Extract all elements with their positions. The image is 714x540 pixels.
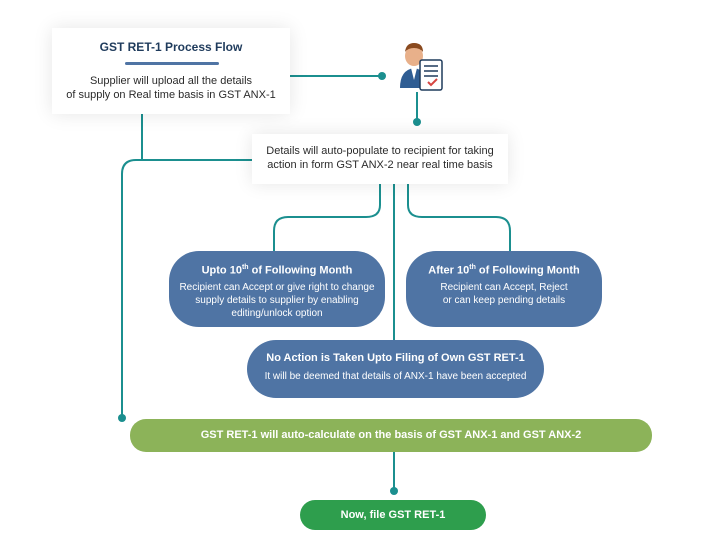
upto-10th-body: Recipient can Accept or give right to ch… xyxy=(179,281,375,319)
no-action-body: It will be deemed that details of ANX-1 … xyxy=(264,371,527,382)
no-action-heading: No Action is Taken Upto Filing of Own GS… xyxy=(266,352,525,364)
upto-10th-pill: Upto 10th of Following Month Recipient c… xyxy=(169,251,385,327)
auto-calculate-bar: GST RET-1 will auto-calculate on the bas… xyxy=(130,419,652,452)
upto-10th-heading: Upto 10th of Following Month xyxy=(201,264,353,277)
title-underline xyxy=(125,62,219,65)
person-with-document-icon xyxy=(398,40,446,94)
no-action-pill: No Action is Taken Upto Filing of Own GS… xyxy=(247,340,544,398)
process-flow-title-card: GST RET-1 Process Flow Supplier will upl… xyxy=(52,28,290,114)
after-10th-body: Recipient can Accept, Reject or can keep… xyxy=(440,281,568,306)
supplier-upload-text: Supplier will upload all the details of … xyxy=(66,75,276,101)
after-10th-pill: After 10th of Following Month Recipient … xyxy=(406,251,602,327)
auto-populate-text: Details will auto-populate to recipient … xyxy=(266,145,494,171)
auto-populate-card: Details will auto-populate to recipient … xyxy=(252,134,508,184)
page-title: GST RET-1 Process Flow xyxy=(99,40,243,54)
after-10th-heading: After 10th of Following Month xyxy=(428,264,580,277)
file-ret1-button: Now, file GST RET-1 xyxy=(300,500,486,530)
